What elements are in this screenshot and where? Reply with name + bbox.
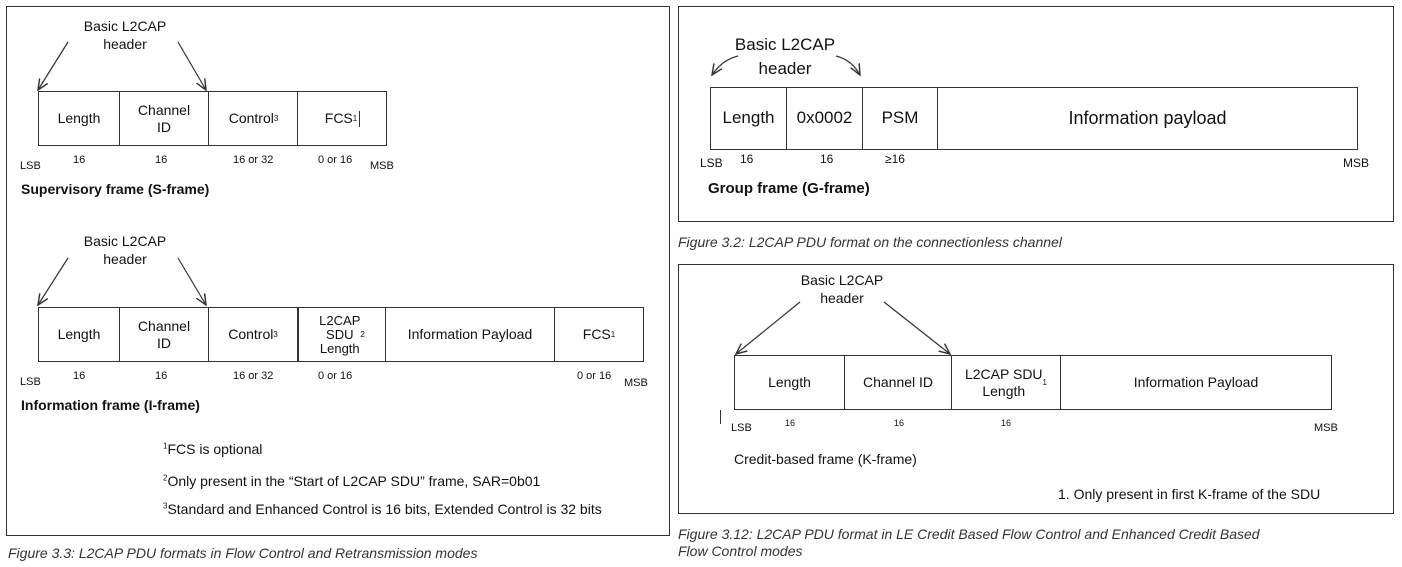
iframe-size-sdu-length: 0 or 16 (318, 370, 353, 382)
gframe-field-cid: 0x0002 (786, 87, 863, 150)
sframe-right-edge (386, 91, 387, 146)
kframe-field-channel-id: Channel ID (844, 355, 952, 410)
iframe-header-arrow-right (177, 257, 206, 305)
gframe-header-label: Basic L2CAP header (734, 35, 836, 78)
kframe-lsb: LSB (731, 422, 752, 434)
gframe-title: Group frame (G-frame) (708, 180, 870, 197)
iframe-title: Information frame (I-frame) (21, 397, 200, 413)
left-figure-panel (6, 6, 670, 536)
kframe-footnote: 1. Only present in first K-frame of the … (1058, 486, 1321, 502)
gframe-field-length: Length (710, 87, 787, 150)
kframe-msb: MSB (1314, 422, 1338, 434)
kframe-header-label: Basic L2CAP header (800, 272, 884, 306)
iframe-header-arrow-left (38, 257, 69, 305)
iframe-msb: MSB (624, 377, 648, 389)
kframe-header-arrow-right (883, 301, 950, 354)
gframe-figure-panel (678, 6, 1394, 222)
gframe-header-arrow-left (712, 55, 739, 75)
sframe-field-length: Length (38, 91, 120, 146)
iframe-field-channel-id: Channel ID (119, 307, 209, 362)
gframe-msb: MSB (1343, 156, 1370, 170)
kframe-size-channel-id: 16 (894, 418, 905, 428)
footnote-2: 2Only present in the “Start of L2CAP SDU… (163, 473, 541, 489)
sframe-title: Supervisory frame (S-frame) (21, 181, 210, 197)
iframe-size-channel-id: 16 (155, 370, 168, 382)
caption-figure-3-2: Figure 3.2: L2CAP PDU format on the conn… (678, 234, 1062, 250)
kframe-field-length: Length (734, 355, 845, 410)
iframe-size-fcs: 0 or 16 (577, 370, 612, 382)
kframe-field-information-payload: Information Payload (1060, 355, 1332, 410)
sframe-size-channel-id: 16 (155, 154, 168, 166)
iframe-field-information-payload: Information Payload (385, 307, 555, 362)
sframe-size-length: 16 (73, 154, 86, 166)
kframe-lsb-tick (720, 410, 721, 424)
sframe-header-label: Basic L2CAP header (83, 18, 167, 52)
sframe-header-arrow-left (38, 41, 69, 90)
gframe-field-information-payload: Information payload (937, 87, 1358, 150)
sframe-field-channel-id: Channel ID (119, 91, 209, 146)
iframe-lsb: LSB (20, 376, 41, 388)
gframe-size-psm: ≥16 (885, 152, 905, 166)
gframe-size-cid: 16 (820, 152, 834, 166)
iframe-size-length: 16 (73, 370, 86, 382)
kframe-header-arrow-left (736, 301, 801, 354)
kframe-title: Credit-based frame (K-frame) (734, 451, 917, 467)
sframe-msb: MSB (370, 160, 394, 172)
kframe-size-sdu-length: 16 (1001, 418, 1012, 428)
iframe-header-label: Basic L2CAP header (83, 233, 167, 267)
sframe-header-arrow-right (177, 41, 206, 90)
iframe-size-control: 16 or 32 (233, 370, 274, 382)
sframe-size-fcs: 0 or 16 (318, 154, 353, 166)
gframe-field-psm: PSM (862, 87, 938, 150)
sframe-lsb: LSB (20, 160, 41, 172)
caption-figure-3-12: Figure 3.12: L2CAP PDU format in LE Cred… (678, 526, 1260, 559)
iframe-field-length: Length (38, 307, 120, 362)
kframe-figure-panel (678, 264, 1394, 514)
gframe-header-arrow-right (835, 55, 860, 75)
gframe-lsb: LSB (700, 156, 723, 170)
footnote-3: 3Standard and Enhanced Control is 16 bit… (163, 501, 602, 517)
sframe-size-control: 16 or 32 (233, 154, 274, 166)
gframe-size-length: 16 (740, 152, 754, 166)
footnote-1: 1FCS is optional (163, 441, 263, 457)
kframe-size-length: 16 (785, 418, 796, 428)
caption-figure-3-3: Figure 3.3: L2CAP PDU formats in Flow Co… (8, 545, 478, 561)
